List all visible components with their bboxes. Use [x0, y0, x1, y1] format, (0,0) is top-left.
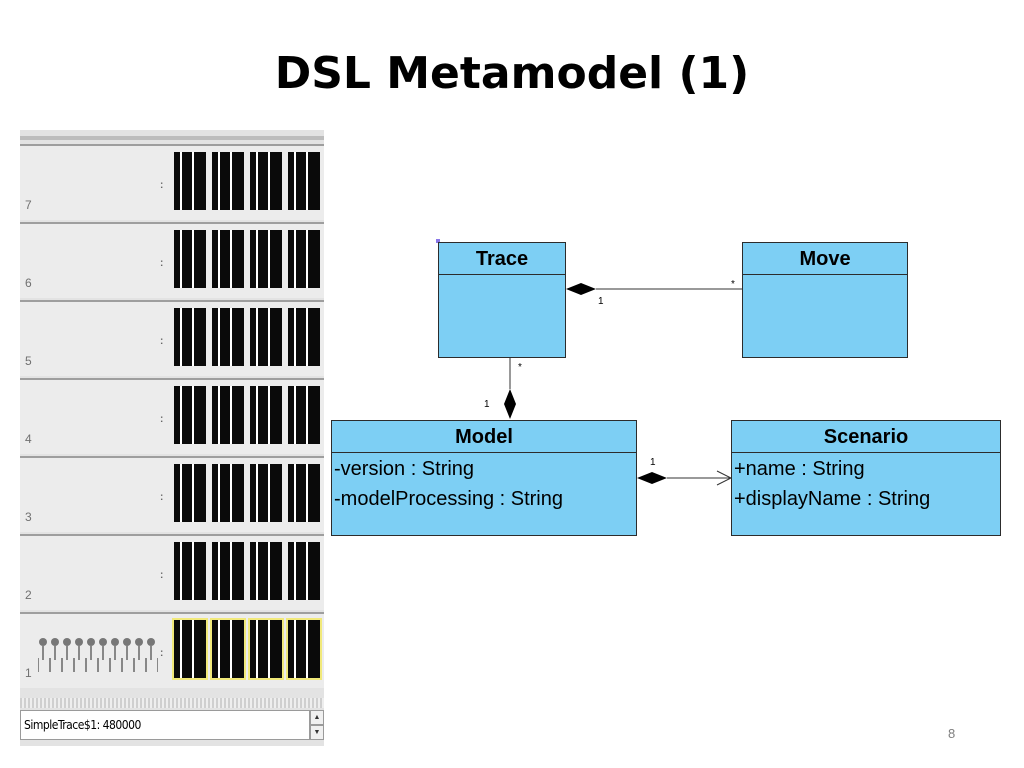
slide-title: DSL Metamodel (1): [274, 48, 750, 99]
row-number: 3: [25, 510, 32, 524]
row-number: 1: [25, 666, 32, 680]
trace-status-field[interactable]: SimpleTrace$1: 480000: [20, 710, 310, 740]
spinner-down-button[interactable]: ▼: [310, 725, 324, 740]
row-marker: :: [160, 648, 164, 659]
selection-handle-icon: [436, 239, 440, 243]
board-row-7: 7 :: [20, 144, 324, 220]
row-number: 7: [25, 198, 32, 212]
multiplicity-label: *: [731, 279, 735, 290]
multiplicity-label: 1: [598, 296, 604, 307]
page-number: 8: [948, 726, 956, 741]
class-attribute: -version : String: [334, 458, 475, 480]
board-block: [286, 618, 322, 680]
composition-diamond-icon: [504, 389, 516, 419]
composition-diamond-icon: [637, 472, 667, 484]
class-scenario[interactable]: Scenario +name : String +displayName : S…: [731, 420, 1001, 536]
class-attribute: -modelProcessing : String: [334, 488, 563, 510]
board-row-3: 3 :: [20, 456, 324, 532]
class-name: Trace: [439, 243, 565, 275]
board-top-border: [20, 136, 324, 140]
row-marker: :: [160, 492, 164, 503]
board-block: [250, 542, 282, 600]
board-block: [288, 464, 320, 522]
row-number: 4: [25, 432, 32, 446]
class-attribute: +displayName : String: [734, 488, 931, 510]
multiplicity-label: 1: [650, 457, 656, 468]
row-number: 2: [25, 588, 32, 602]
board-block: [212, 386, 244, 444]
class-name: Model: [332, 421, 636, 453]
board-block: [174, 152, 206, 210]
board-row-6: 6 :: [20, 222, 324, 298]
board-block: [212, 464, 244, 522]
board-block: [174, 542, 206, 600]
row-marker: :: [160, 570, 164, 581]
board-block: [172, 618, 208, 680]
spinner-up-button[interactable]: ▲: [310, 710, 324, 725]
board-block: [250, 464, 282, 522]
board-block: [250, 308, 282, 366]
board-block: [212, 308, 244, 366]
board-row-1: 1 :: [20, 612, 324, 688]
game-board-screenshot: 7 : 6 : 5 : 4 : 3 : 2 :: [20, 130, 324, 746]
board-block: [174, 386, 206, 444]
board-block: [250, 152, 282, 210]
row-number: 5: [25, 354, 32, 368]
board-block: [174, 308, 206, 366]
board-block: [248, 618, 284, 680]
board-row-2: 2 :: [20, 534, 324, 610]
multiplicity-label: 1: [484, 399, 490, 410]
row-marker: :: [160, 336, 164, 347]
board-block: [174, 230, 206, 288]
row-marker: :: [160, 258, 164, 269]
class-move[interactable]: Move: [742, 242, 908, 358]
trace-status-text: SimpleTrace$1: 480000: [24, 718, 141, 732]
row-marker: :: [160, 180, 164, 191]
board-block: [174, 464, 206, 522]
board-block: [250, 386, 282, 444]
board-divider: [20, 698, 324, 708]
board-row-5: 5 :: [20, 300, 324, 376]
class-name: Move: [743, 243, 907, 275]
composition-diamond-icon: [566, 283, 596, 295]
people-figures: [38, 638, 158, 678]
row-marker: :: [160, 414, 164, 425]
board-block: [210, 618, 246, 680]
board-block: [288, 230, 320, 288]
row-number: 6: [25, 276, 32, 290]
board-block: [288, 542, 320, 600]
board-block: [288, 386, 320, 444]
board-block: [212, 152, 244, 210]
class-name: Scenario: [732, 421, 1000, 453]
multiplicity-label: *: [518, 362, 522, 373]
class-model[interactable]: Model -version : String -modelProcessing…: [331, 420, 637, 536]
board-block: [212, 230, 244, 288]
class-trace[interactable]: Trace: [438, 242, 566, 358]
board-block: [288, 152, 320, 210]
class-attribute: +name : String: [734, 458, 865, 480]
board-block: [250, 230, 282, 288]
board-block: [288, 308, 320, 366]
board-block: [212, 542, 244, 600]
board-row-4: 4 :: [20, 378, 324, 454]
